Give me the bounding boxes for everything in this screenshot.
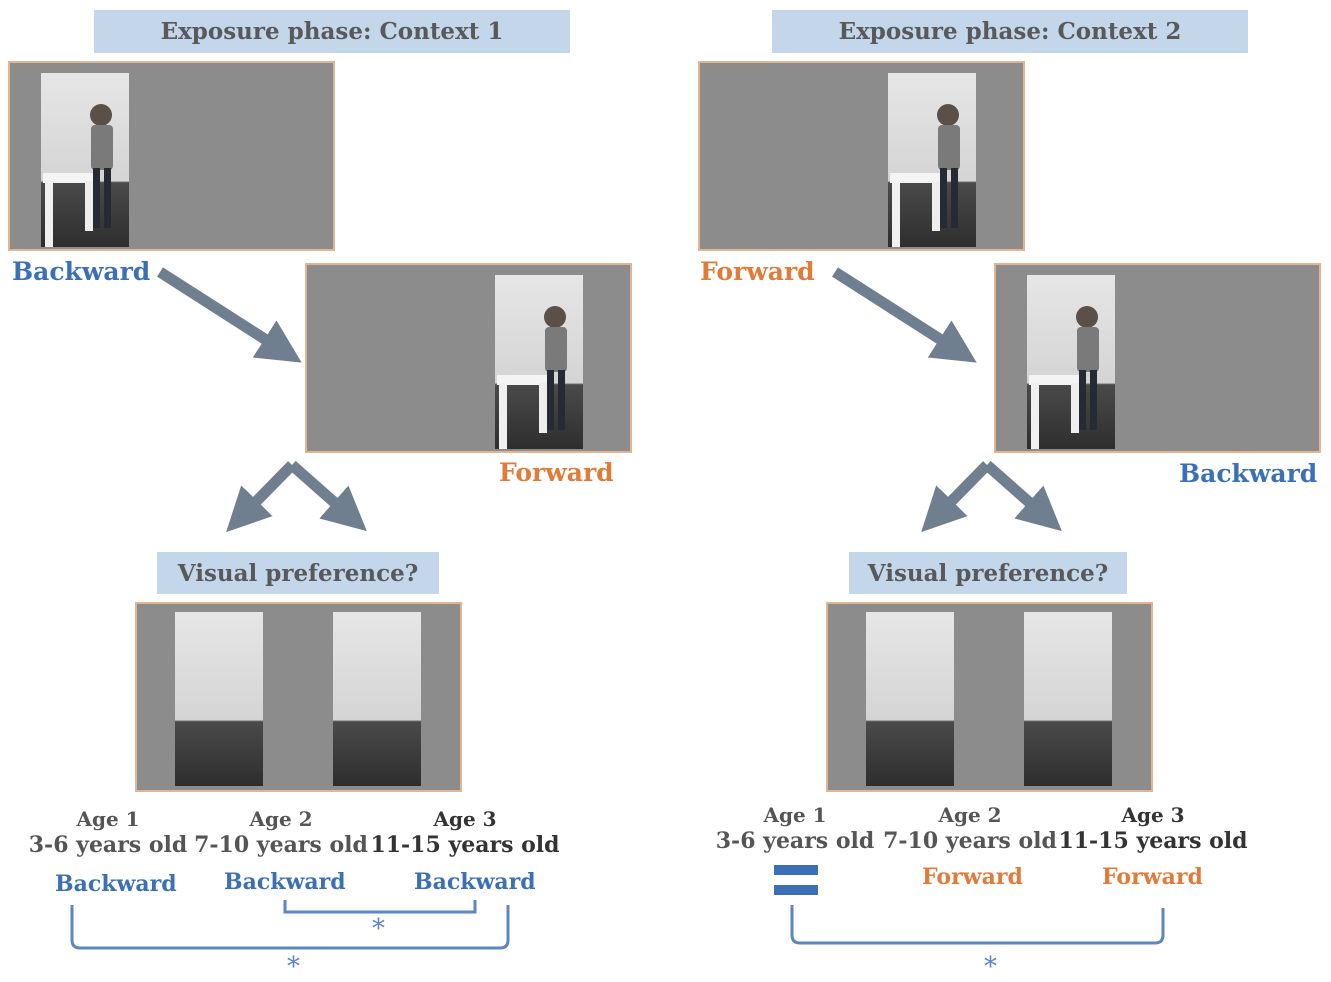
context1-inner-bracket [283, 900, 477, 914]
age-label: Age 2 [249, 807, 313, 831]
context1-age1-result: Backward [55, 871, 177, 897]
context1-preference-frame [135, 602, 462, 792]
context1-age1: Age 1 3-6 years old [18, 806, 198, 858]
context1-exposure-frame-2 [305, 263, 632, 453]
age-label: Age 2 [938, 803, 1002, 827]
age-label: Age 3 [433, 807, 497, 831]
context1-question: Visual preference? [177, 559, 419, 587]
context1-second-direction: Forward [499, 458, 614, 487]
context2-title: Exposure phase: Context 2 [838, 18, 1182, 45]
context2-age3-result: Forward [1102, 864, 1203, 890]
choice-backward-photo [1024, 612, 1112, 786]
context2-age3: Age 3 11-15 years old [1058, 802, 1248, 854]
child-forward-photo [495, 275, 583, 449]
context2-age2: Age 2 7-10 years old [880, 802, 1060, 854]
context2-question: Visual preference? [867, 559, 1109, 587]
age-range: 11-15 years old [1058, 828, 1248, 854]
context1-significance-inner: * [372, 914, 385, 944]
context1-age3-result: Backward [414, 869, 536, 895]
child-forward-photo [888, 73, 976, 247]
age-label: Age 3 [1121, 803, 1185, 827]
context1-split-arrow-left [226, 461, 296, 533]
context2-outer-bracket [790, 905, 1165, 945]
child-figure-icon [1029, 306, 1099, 449]
child-figure-icon [43, 104, 113, 247]
context1-age3: Age 3 11-15 years old [370, 806, 560, 858]
context2-title-banner: Exposure phase: Context 2 [772, 10, 1248, 53]
context1-exposure-frame-1 [8, 61, 335, 251]
context2-significance-outer: * [984, 952, 997, 982]
choice-backward-photo [333, 612, 421, 786]
context2-age1-equal-sign: = [774, 865, 818, 897]
context2-preference-frame [826, 602, 1153, 792]
context1-age2: Age 2 7-10 years old [190, 806, 372, 858]
child-backward-photo [41, 73, 129, 247]
age-range: 3-6 years old [28, 832, 188, 858]
context2-split-arrow-left [921, 461, 991, 533]
context1-question-banner: Visual preference? [157, 552, 439, 594]
age-range: 7-10 years old [194, 832, 368, 858]
context2-exposure-frame-1 [698, 61, 1025, 251]
context1-diagonal-arrow [157, 267, 302, 363]
age-range: 3-6 years old [715, 828, 875, 854]
age-range: 11-15 years old [370, 832, 560, 858]
age-label: Age 1 [76, 807, 140, 831]
context2-diagonal-arrow [832, 267, 977, 363]
context1-significance-outer: * [287, 952, 300, 982]
context2-second-direction: Backward [1179, 459, 1318, 488]
choice-forward-photo [866, 612, 954, 786]
context2-question-banner: Visual preference? [849, 552, 1127, 594]
context1-first-direction: Backward [12, 257, 151, 286]
context2-split-arrow-right [983, 460, 1062, 532]
context2-first-direction: Forward [700, 257, 815, 286]
child-backward-photo [1027, 275, 1115, 449]
context1-title-banner: Exposure phase: Context 1 [94, 10, 570, 53]
context2-age1: Age 1 3-6 years old [710, 802, 880, 854]
context2-age2-result: Forward [922, 864, 1023, 890]
context2-exposure-frame-2 [994, 263, 1321, 453]
context1-outer-bracket [70, 905, 510, 950]
age-range: 7-10 years old [883, 828, 1057, 854]
context1-age2-result: Backward [224, 869, 346, 895]
choice-forward-photo [175, 612, 263, 786]
child-figure-icon [890, 104, 960, 247]
context1-split-arrow-right [288, 460, 367, 532]
child-figure-icon [497, 306, 567, 449]
age-label: Age 1 [763, 803, 827, 827]
context1-title: Exposure phase: Context 1 [160, 18, 504, 45]
